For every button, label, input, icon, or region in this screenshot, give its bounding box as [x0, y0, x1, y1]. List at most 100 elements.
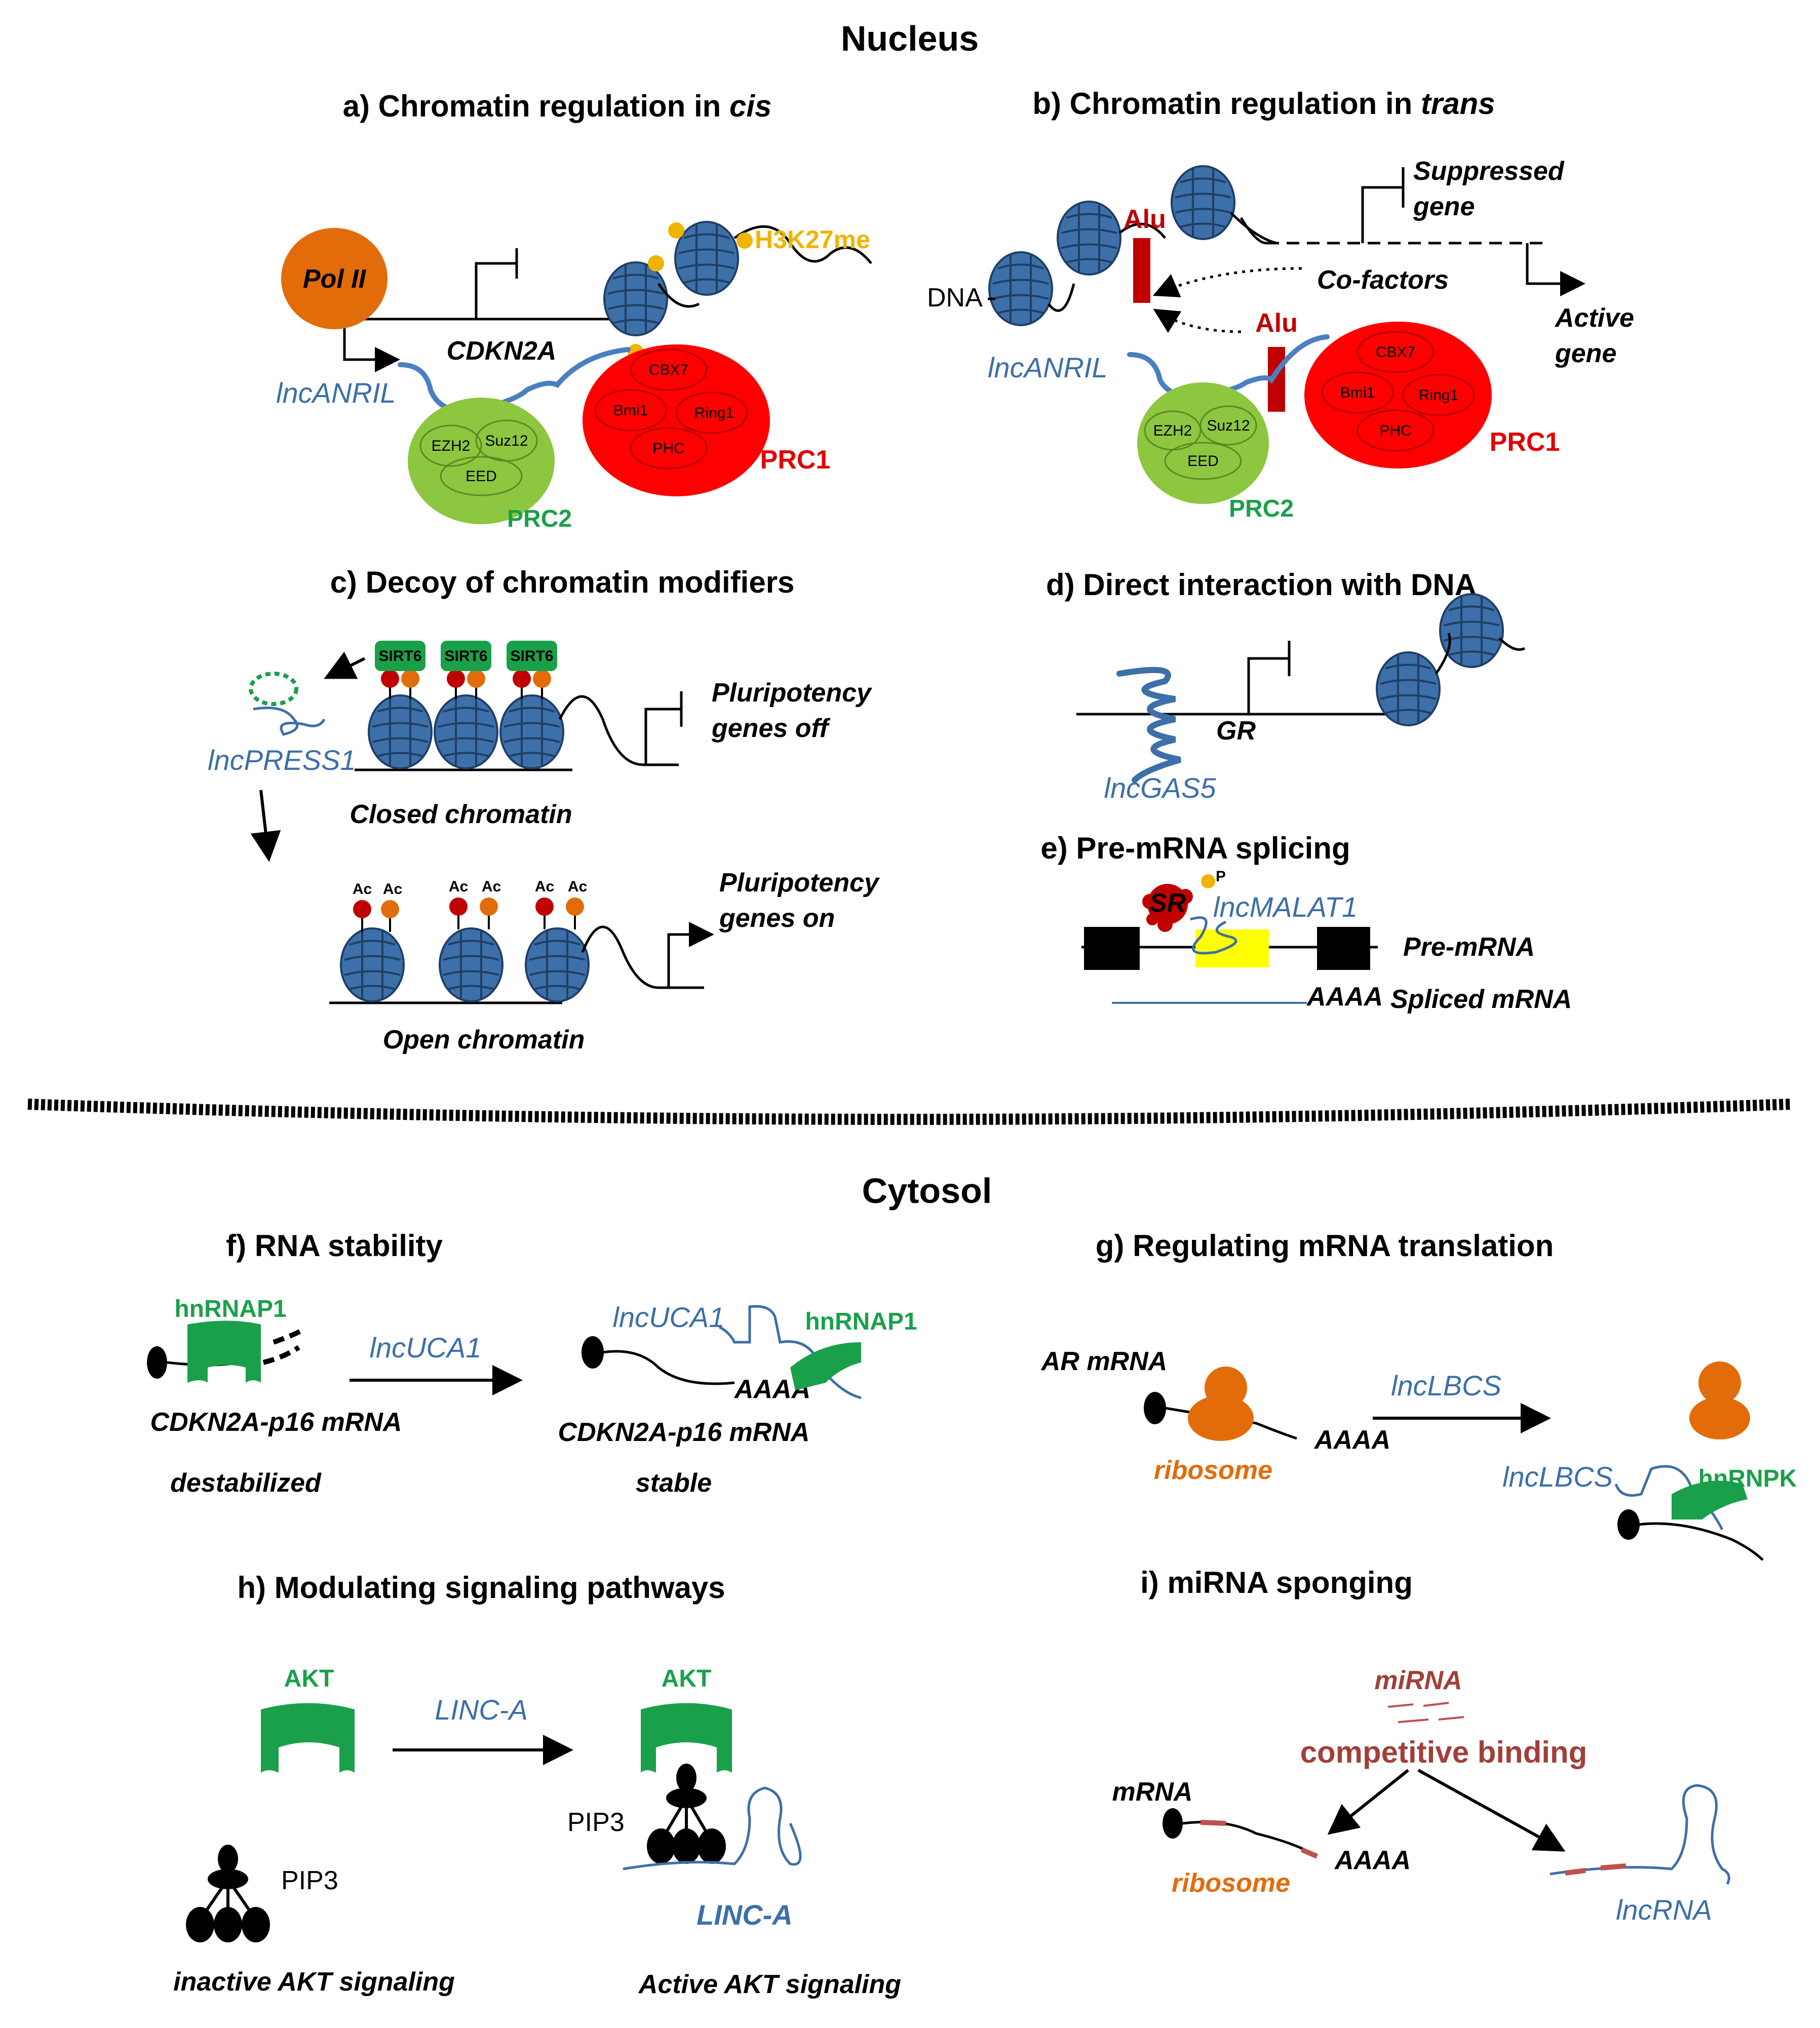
- ac-label: Ac: [449, 878, 468, 895]
- closed-chromatin-label: Closed chromatin: [350, 800, 572, 829]
- panel-e-heading: e) Pre-mRNA splicing: [1040, 831, 1350, 865]
- genes-off-label-2: genes off: [711, 714, 831, 743]
- panel-b-dna-label: DNA: [927, 283, 983, 313]
- inactive-akt-label: inactive AKT signaling: [173, 1967, 455, 1997]
- akt-label-left: AKT: [284, 1665, 334, 1692]
- cap-i: [1163, 1808, 1183, 1839]
- panel-a-gene-label: CDKN2A: [447, 336, 557, 366]
- panel-h-linc-a-label: LINC-A: [696, 1899, 793, 1931]
- panel-e: e) Pre-mRNA splicing SR P lncMALAT1 Pre-…: [1040, 831, 1572, 1014]
- panel-a-heading: a) Chromatin regulation in cis: [343, 89, 772, 123]
- ac-label: Ac: [353, 881, 372, 898]
- panel-d: d) Direct interaction with DNA GR lncGAS…: [1046, 568, 1526, 804]
- panel-g: g) Regulating mRNA translation AR mRNA A…: [1040, 1229, 1797, 1561]
- sirt6-protein: [441, 641, 491, 671]
- open-dna-tail: [581, 925, 704, 989]
- mrna-label-right: CDKN2A-p16 mRNA: [558, 1418, 810, 1447]
- panel-b-nucleosomes: [988, 165, 1277, 326]
- decoy-down-arrow: [250, 790, 281, 862]
- spliced-mrna-label: Spliced mRNA: [1390, 985, 1572, 1014]
- sirt6-recruit-arrow: [324, 651, 366, 679]
- ribosome-right: [1689, 1361, 1750, 1439]
- suppressed-gene-label: Suppressed: [1413, 157, 1565, 186]
- panel-g-arrow-label: lncLBCS: [1391, 1370, 1501, 1401]
- open-nucleosomes: [340, 927, 590, 1002]
- prc1-subunit: CBX7: [649, 362, 688, 378]
- panel-c-lncpress1-label: lncPRESS1: [208, 744, 356, 776]
- prc1-label-a: PRC1: [760, 445, 831, 475]
- competitive-binding-label: competitive binding: [1300, 1735, 1587, 1769]
- lncmalat1-structure: [1190, 916, 1237, 955]
- panel-c-heading: c) Decoy of chromatin modifiers: [330, 565, 795, 599]
- mrna-binding-arrow: [1327, 1769, 1409, 1835]
- ar-mrna-label: AR mRNA: [1040, 1347, 1167, 1376]
- active-gene-label: Active: [1554, 303, 1634, 333]
- prc2-complex-a: [408, 398, 555, 524]
- prc1-subunit: Bmi1: [1340, 384, 1375, 401]
- cofactors-label: Co-factors: [1317, 265, 1449, 295]
- prc1-subunit: Ring1: [694, 405, 734, 421]
- lncpress1-hairpin: [253, 707, 326, 736]
- prc2-subunit: EZH2: [432, 438, 471, 454]
- panel-b-suppressed-tss: [1361, 167, 1405, 243]
- akt-protein-left: [261, 1703, 355, 1773]
- ac-label: Ac: [482, 878, 501, 895]
- lncanril-rna-a: [398, 347, 631, 414]
- ribosome-label-g: ribosome: [1154, 1456, 1272, 1485]
- sirt6-protein: [375, 641, 425, 671]
- h3k27me-mark: [648, 255, 664, 271]
- mrna-label-i: mRNA: [1112, 1777, 1193, 1807]
- panel-b-lncanril-label: lncANRIL: [988, 352, 1108, 383]
- closed-dna-tail: [558, 695, 679, 766]
- destabilized-label: destabilized: [170, 1468, 322, 1498]
- pip3-left: [186, 1845, 270, 1942]
- prc2-subunit: EED: [466, 468, 497, 485]
- mrna-strand-i: [1182, 1821, 1318, 1858]
- ar-mrna-right: [1638, 1522, 1764, 1561]
- spliced-polya: AAAA: [1306, 982, 1383, 1011]
- cap-g-right: [1617, 1509, 1640, 1540]
- panel-d-heading: d) Direct interaction with DNA: [1046, 568, 1477, 602]
- alu-label-2: Alu: [1255, 308, 1298, 338]
- sr-label: SR: [1149, 888, 1186, 918]
- prc2-subunit: EED: [1187, 453, 1219, 470]
- exon-left: [1084, 927, 1140, 970]
- lncrna-sponge: [1550, 1784, 1730, 1885]
- h3k27me-label: H3K27me: [755, 225, 870, 254]
- panel-d-lncgas5-label: lncGAS5: [1104, 772, 1217, 804]
- polya-g: AAAA: [1313, 1425, 1390, 1455]
- genes-on-label: Pluripotency: [719, 868, 880, 898]
- prc1-complex-a: [583, 344, 770, 496]
- sirt6-decoy-dotted: [249, 672, 298, 706]
- cap-g-left: [1144, 1392, 1166, 1424]
- hnrnap1-label-left: hnRNAP1: [174, 1296, 286, 1322]
- panel-a-lncanril-label: lncANRIL: [276, 377, 396, 409]
- h3k27me-mark: [668, 222, 684, 239]
- cofactor-arrow-1: [1152, 267, 1302, 297]
- hnrnpk-label: hnRNPK: [1698, 1465, 1797, 1492]
- ribosome-label-i: ribosome: [1172, 1868, 1290, 1898]
- pol2-complex: [281, 228, 388, 329]
- open-chromatin-label: Open chromatin: [383, 1025, 585, 1055]
- sirt6-label: SIRT6: [444, 648, 487, 665]
- panel-i-heading: i) miRNA sponging: [1140, 1566, 1413, 1600]
- panel-h-arrow-label: LINC-A: [435, 1694, 528, 1726]
- nucleus-title: Nucleus: [841, 19, 979, 58]
- panel-e-lncmalat1-label: lncMALAT1: [1213, 891, 1358, 923]
- alu-label-1: Alu: [1124, 205, 1166, 234]
- panel-f: f) RNA stability hnRNAP1 CDKN2A-p16 mRNA…: [147, 1229, 917, 1498]
- pol2-label: Pol II: [303, 264, 367, 294]
- panel-a-nucleosomes: [603, 221, 872, 336]
- panel-f-heading: f) RNA stability: [226, 1229, 443, 1263]
- prc1-subunit: Ring1: [1419, 387, 1458, 404]
- intron-region: [1195, 929, 1269, 967]
- active-gene-label-2: gene: [1555, 339, 1616, 368]
- panel-d-tss: [1247, 641, 1291, 714]
- prc1-label-b: PRC1: [1490, 427, 1560, 457]
- genes-on-label-2: genes on: [719, 904, 835, 933]
- cofactor-arrow-2: [1153, 308, 1242, 333]
- panel-f-lncuca1-label: lncUCA1: [613, 1301, 725, 1333]
- sirt6-protein: [507, 641, 557, 671]
- pip3-right: [647, 1764, 726, 1864]
- prc2-subunit: Suz12: [485, 433, 528, 449]
